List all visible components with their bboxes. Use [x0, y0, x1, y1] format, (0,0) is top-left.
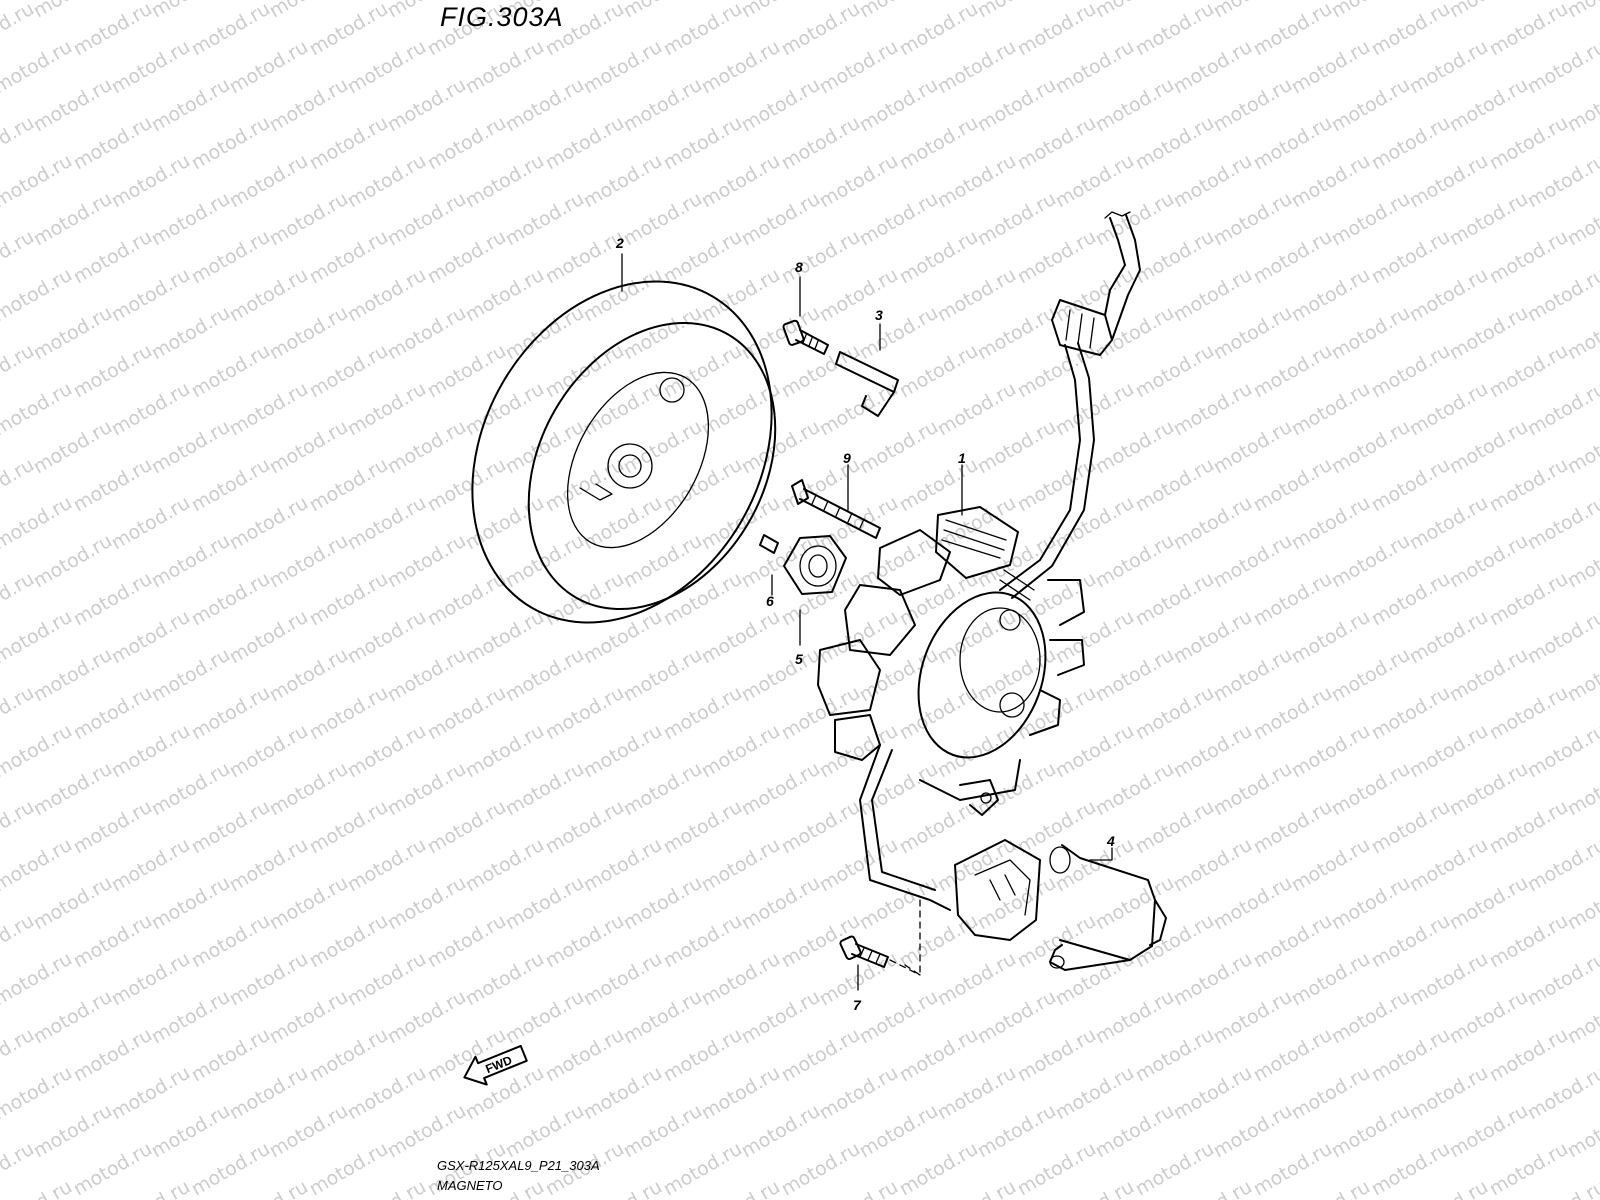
- part-7-screw: [839, 935, 889, 968]
- part-4-bracket: [1049, 844, 1167, 971]
- part-5-nut: [783, 535, 847, 595]
- section-name: MAGNETO: [437, 1178, 503, 1193]
- callout-7: 7: [853, 997, 862, 1013]
- part-6-key: [759, 534, 779, 554]
- fwd-arrow-icon: FWD: [463, 1044, 528, 1086]
- callout-4: 4: [1106, 833, 1115, 849]
- callout-labels: 2 8 3 1 9 4 6 5 7: [615, 235, 1115, 1013]
- callout-6: 6: [766, 593, 774, 609]
- part-9-bolt: [791, 479, 881, 539]
- part-3-plate: [835, 351, 899, 417]
- callout-5: 5: [795, 651, 803, 667]
- callout-9: 9: [843, 450, 851, 466]
- callout-3: 3: [875, 307, 883, 323]
- model-code: GSX-R125XAL9_P21_303A: [437, 1158, 600, 1173]
- leader-lines: [621, 253, 1113, 991]
- part-2-rotor: [471, 280, 777, 624]
- part-1-stator: [817, 211, 1141, 941]
- figure-title: FIG.303A: [440, 2, 564, 32]
- callout-2: 2: [615, 235, 624, 251]
- callout-1: 1: [958, 450, 966, 466]
- callout-8: 8: [795, 259, 803, 275]
- part-8-screw: [782, 319, 829, 355]
